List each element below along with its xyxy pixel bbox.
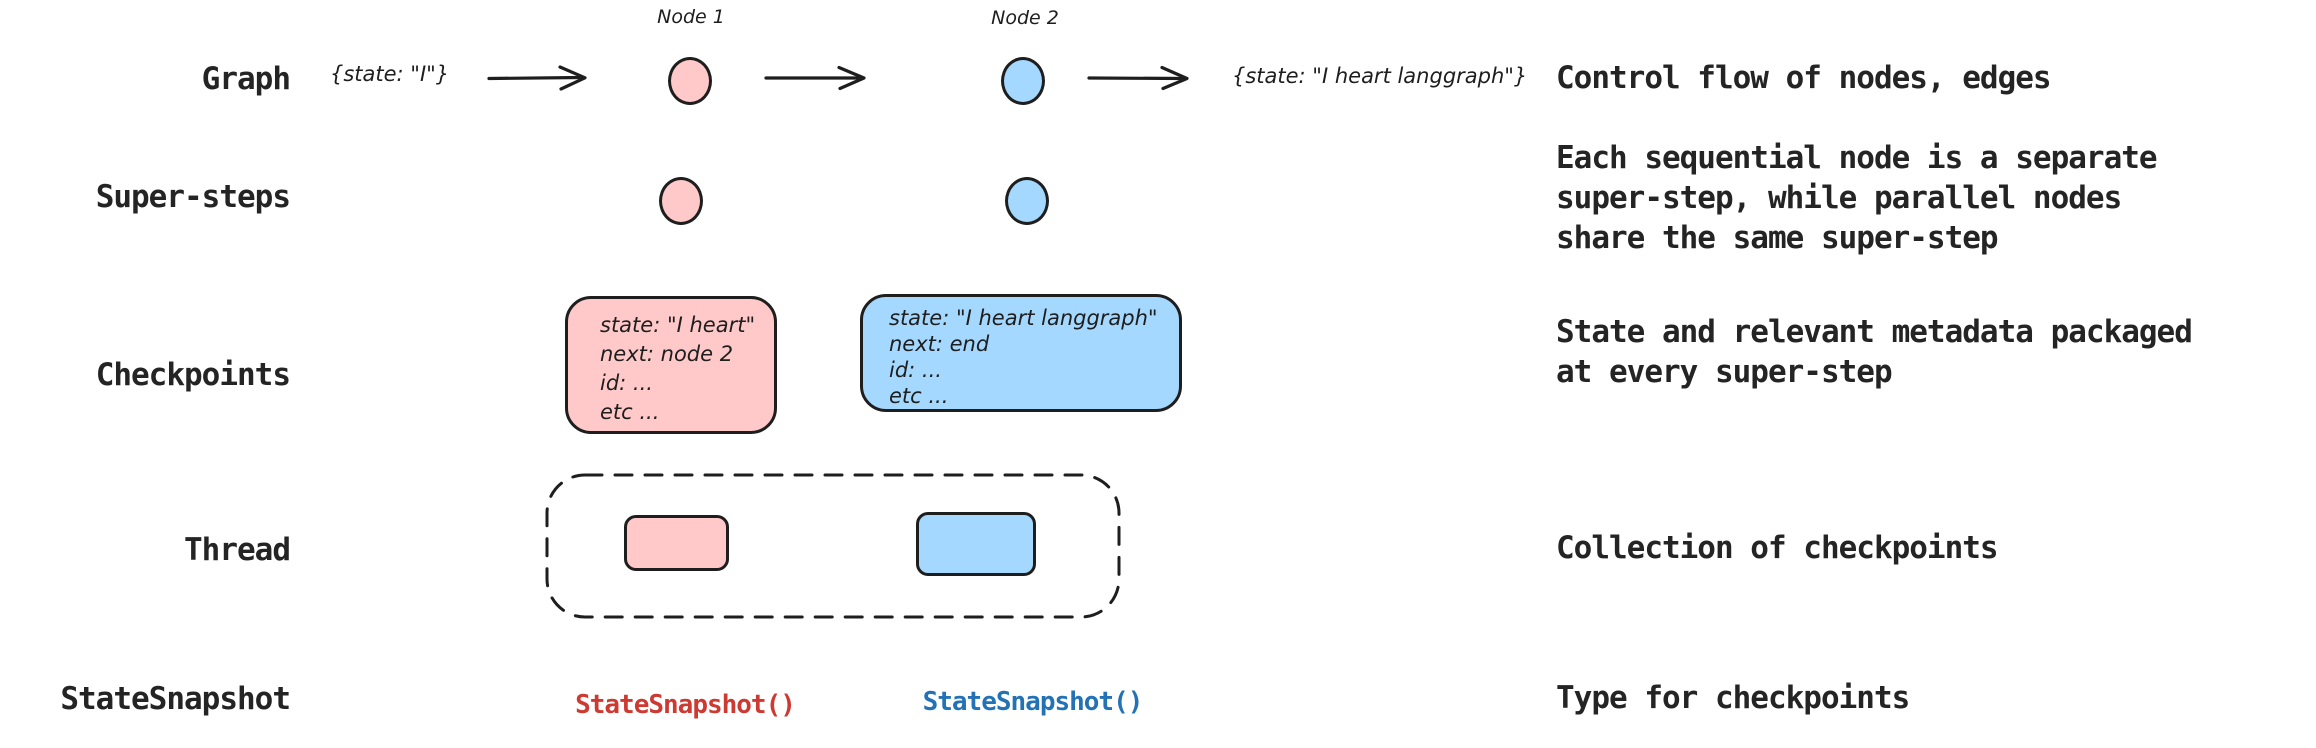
- thread-checkpoint-1: [624, 515, 729, 571]
- thread-checkpoint-2: [916, 512, 1036, 576]
- row-description-statesnapshot: Type for checkpoints: [1556, 680, 1910, 716]
- row-description-graph: Control flow of nodes, edges: [1556, 60, 2052, 96]
- graph-input-state-text: {state: "I"}: [330, 62, 450, 86]
- node-1-circle: [668, 57, 712, 105]
- node-1-label: Node 1: [657, 6, 725, 28]
- row-description-thread: Collection of checkpoints: [1556, 530, 1999, 566]
- checkpoint-line: id: ...: [889, 358, 942, 382]
- statesnapshot-call-node-2: StateSnapshot(): [922, 687, 1144, 717]
- edge-arrow-icon: [1087, 65, 1189, 91]
- thread-boundary: [545, 473, 1121, 619]
- checkpoint-line: etc ...: [889, 384, 949, 408]
- edge-arrow-icon: [764, 65, 866, 91]
- checkpoint-line: next: end: [889, 332, 990, 356]
- checkpoint-line: state: "I heart": [600, 313, 756, 337]
- row-description-checkpoints: State and relevant metadata packaged at …: [1556, 314, 2193, 390]
- node-2-label: Node 2: [991, 7, 1059, 29]
- node-2-circle: [1001, 57, 1045, 105]
- checkpoint-node-1-box: state: "I heart" next: node 2 id: ... et…: [565, 296, 777, 434]
- graph-output-state-text: {state: "I heart langgraph"}: [1232, 64, 1528, 88]
- row-label-thread: Thread: [184, 532, 291, 568]
- checkpoint-line: etc ...: [600, 400, 660, 424]
- statesnapshot-call-node-1: StateSnapshot(): [575, 690, 796, 720]
- row-label-graph: Graph: [201, 61, 291, 97]
- checkpoint-line: id: ...: [600, 371, 653, 395]
- checkpoint-line: next: node 2: [600, 342, 734, 366]
- checkpoint-line: state: "I heart langgraph": [889, 306, 1158, 330]
- row-description-super-steps: Each sequential node is a separate super…: [1556, 140, 2158, 256]
- row-label-super-steps: Super-steps: [95, 179, 291, 215]
- edge-arrow-icon: [487, 65, 587, 91]
- row-label-statesnapshot: StateSnapshot: [60, 681, 291, 717]
- superstep-node-2-circle: [1005, 177, 1049, 225]
- checkpoint-node-2-box: state: "I heart langgraph" next: end id:…: [860, 294, 1182, 412]
- row-label-checkpoints: Checkpoints: [95, 357, 291, 393]
- superstep-node-1-circle: [659, 177, 703, 225]
